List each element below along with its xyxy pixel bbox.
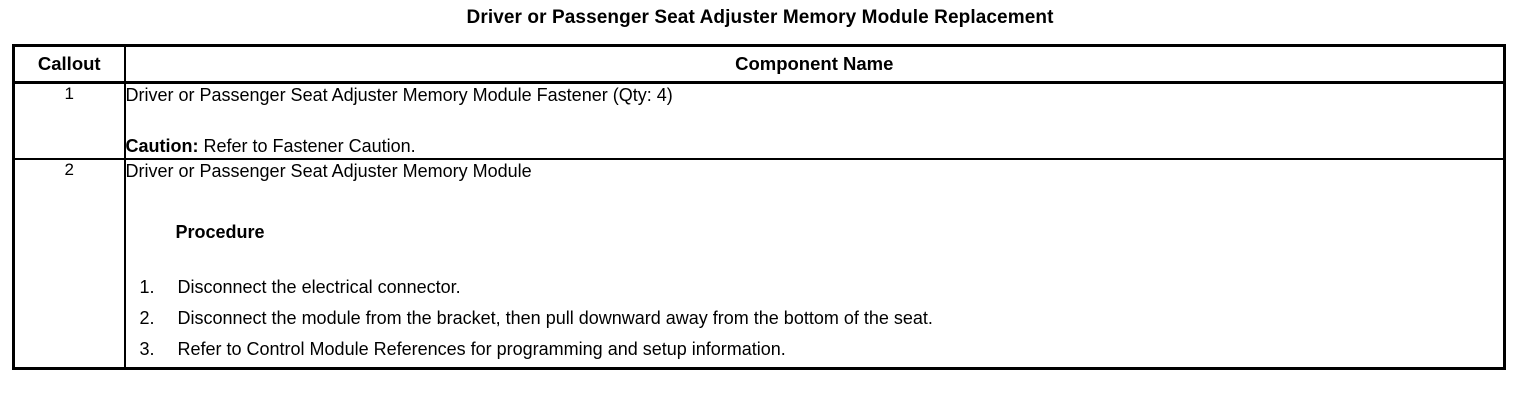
step-number: 3.	[139, 338, 155, 359]
callout-number: 2	[13, 158, 126, 369]
caution-label: Caution:	[125, 136, 199, 157]
step-text: Disconnect the electrical connector.	[177, 277, 461, 298]
list-item: 2. Disconnect the module from the bracke…	[126, 305, 1504, 336]
component-cell: Driver or Passenger Seat Adjuster Memory…	[125, 83, 1505, 160]
procedure-step-list: 1. Disconnect the electrical connector. …	[126, 244, 1504, 367]
component-cell: Driver or Passenger Seat Adjuster Memory…	[124, 158, 1505, 369]
table-row: 2 Driver or Passenger Seat Adjuster Memo…	[13, 158, 1505, 369]
caution-text: Refer to Fastener Caution.	[203, 136, 416, 157]
procedure-heading: Procedure	[175, 222, 265, 243]
callout-number: 1	[13, 82, 126, 160]
step-number: 1.	[139, 277, 155, 298]
list-item: 1. Disconnect the electrical connector.	[126, 274, 1504, 305]
caution-note: Caution: Refer to Fastener Caution.	[126, 109, 1504, 158]
page-title: Driver or Passenger Seat Adjuster Memory…	[466, 7, 1054, 28]
step-text: Refer to Control Module References for p…	[177, 338, 786, 359]
table-header-row: Callout Component Name	[13, 45, 1505, 84]
list-item: 3. Refer to Control Module References fo…	[126, 336, 1504, 367]
parts-table-container: Callout Component Name 1 Driver or Passe…	[12, 44, 1506, 370]
component-name-text: Driver or Passenger Seat Adjuster Memory…	[125, 161, 532, 182]
column-header-callout: Callout	[13, 45, 126, 84]
step-text: Disconnect the module from the bracket, …	[177, 308, 933, 329]
component-name-text: Driver or Passenger Seat Adjuster Memory…	[125, 85, 673, 105]
column-header-component-name: Component Name	[124, 45, 1505, 84]
table-row: 1 Driver or Passenger Seat Adjuster Memo…	[13, 82, 1505, 160]
parts-table: Callout Component Name 1 Driver or Passe…	[12, 44, 1506, 370]
step-number: 2.	[139, 308, 155, 329]
